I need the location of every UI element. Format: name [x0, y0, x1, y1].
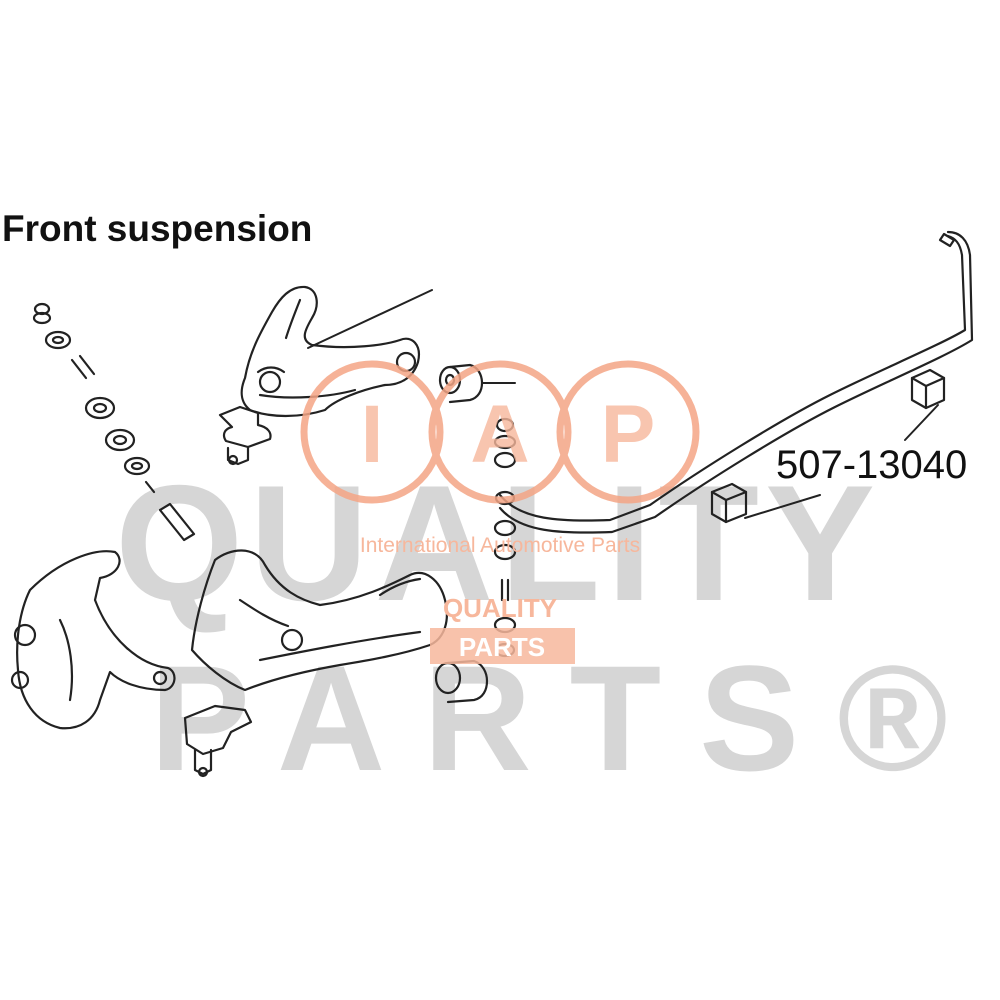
logo-rings [300, 360, 700, 504]
part-number-label: 507-13040 [776, 443, 968, 487]
steering-knuckle [10, 550, 176, 730]
upper-ball-joint [218, 405, 272, 466]
badge-parts-text: PARTS [459, 632, 545, 662]
logo-letter-p: P [601, 389, 656, 480]
badge-quality-text: QUALITY [443, 593, 557, 623]
shock-hardware-stack [32, 302, 196, 542]
watermark-quality-text: QUALITY [115, 451, 881, 635]
leader-lines [307, 289, 939, 519]
diagram-title: Front suspension [2, 208, 313, 249]
logo-tagline: International Automotive Parts [360, 534, 640, 557]
lower-ball-joint [183, 704, 253, 778]
stabilizer-bushing-upper [910, 368, 946, 410]
quality-parts-badge: QUALITY PARTS [430, 593, 575, 664]
logo-letter-i: I [361, 389, 384, 480]
logo-letter-a: A [470, 389, 529, 480]
stabilizer-bar [498, 230, 974, 534]
stabilizer-bushing-lower [710, 482, 748, 524]
